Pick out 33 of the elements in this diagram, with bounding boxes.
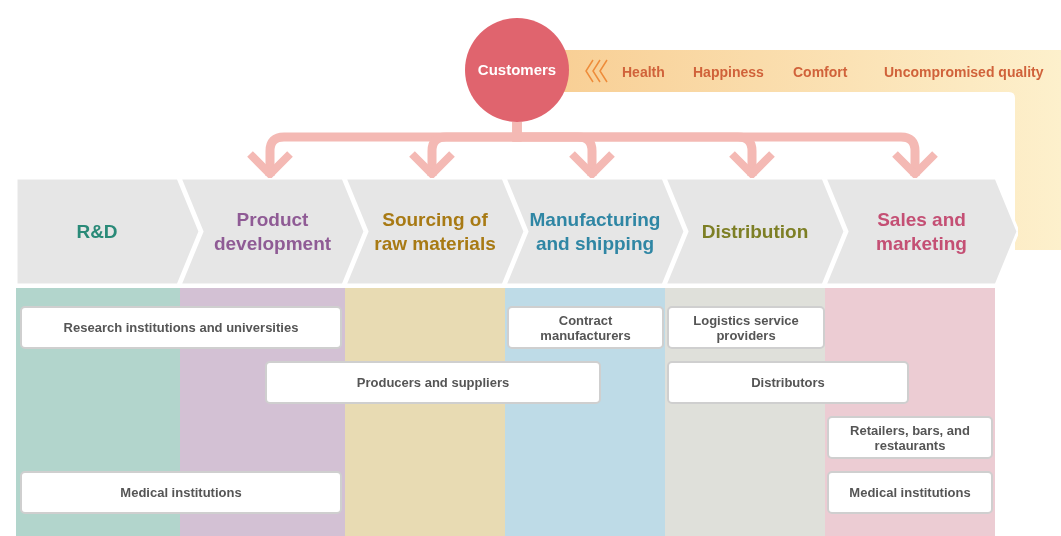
stage-title: Manufacturing and shipping	[528, 207, 662, 256]
actor-box	[507, 306, 664, 349]
node-label: Customers	[477, 59, 557, 80]
actor-box	[667, 361, 909, 404]
actor-box	[667, 306, 825, 349]
value-label: Happiness	[693, 63, 764, 82]
node-label: Contract manufacturers	[539, 312, 632, 343]
stage-panel	[825, 178, 1018, 285]
stage-title: Sourcing of raw materials	[373, 207, 497, 256]
actor-box	[265, 361, 601, 404]
stage-panel	[665, 178, 845, 285]
stage-panel	[16, 178, 200, 285]
node-label: Producers and suppliers	[356, 375, 510, 390]
value-label: Health	[622, 63, 665, 82]
stage-title: R&D	[76, 219, 118, 244]
node-label: Logistics service providers	[692, 312, 800, 343]
actor-box	[827, 471, 993, 514]
node-label: Medical institutions	[120, 485, 242, 500]
actor-box	[827, 416, 993, 459]
stage-panel	[505, 178, 685, 285]
value-label: Uncompromised quality	[884, 63, 1044, 82]
stage-panel	[345, 178, 525, 285]
node-label: Research institutions and universities	[63, 320, 299, 335]
actor-box	[20, 306, 342, 349]
stage-panel	[180, 178, 365, 285]
stage-title: Distribution	[701, 219, 809, 244]
node-label: Distributors	[751, 375, 825, 390]
node-label: Retailers, bars, and restaurants	[849, 422, 971, 453]
stage-title: Sales and marketing	[875, 207, 968, 256]
node-label: Medical institutions	[849, 485, 971, 500]
stage-title: Product development	[212, 207, 333, 256]
value-label: Comfort	[793, 63, 848, 82]
actor-box	[20, 471, 342, 514]
